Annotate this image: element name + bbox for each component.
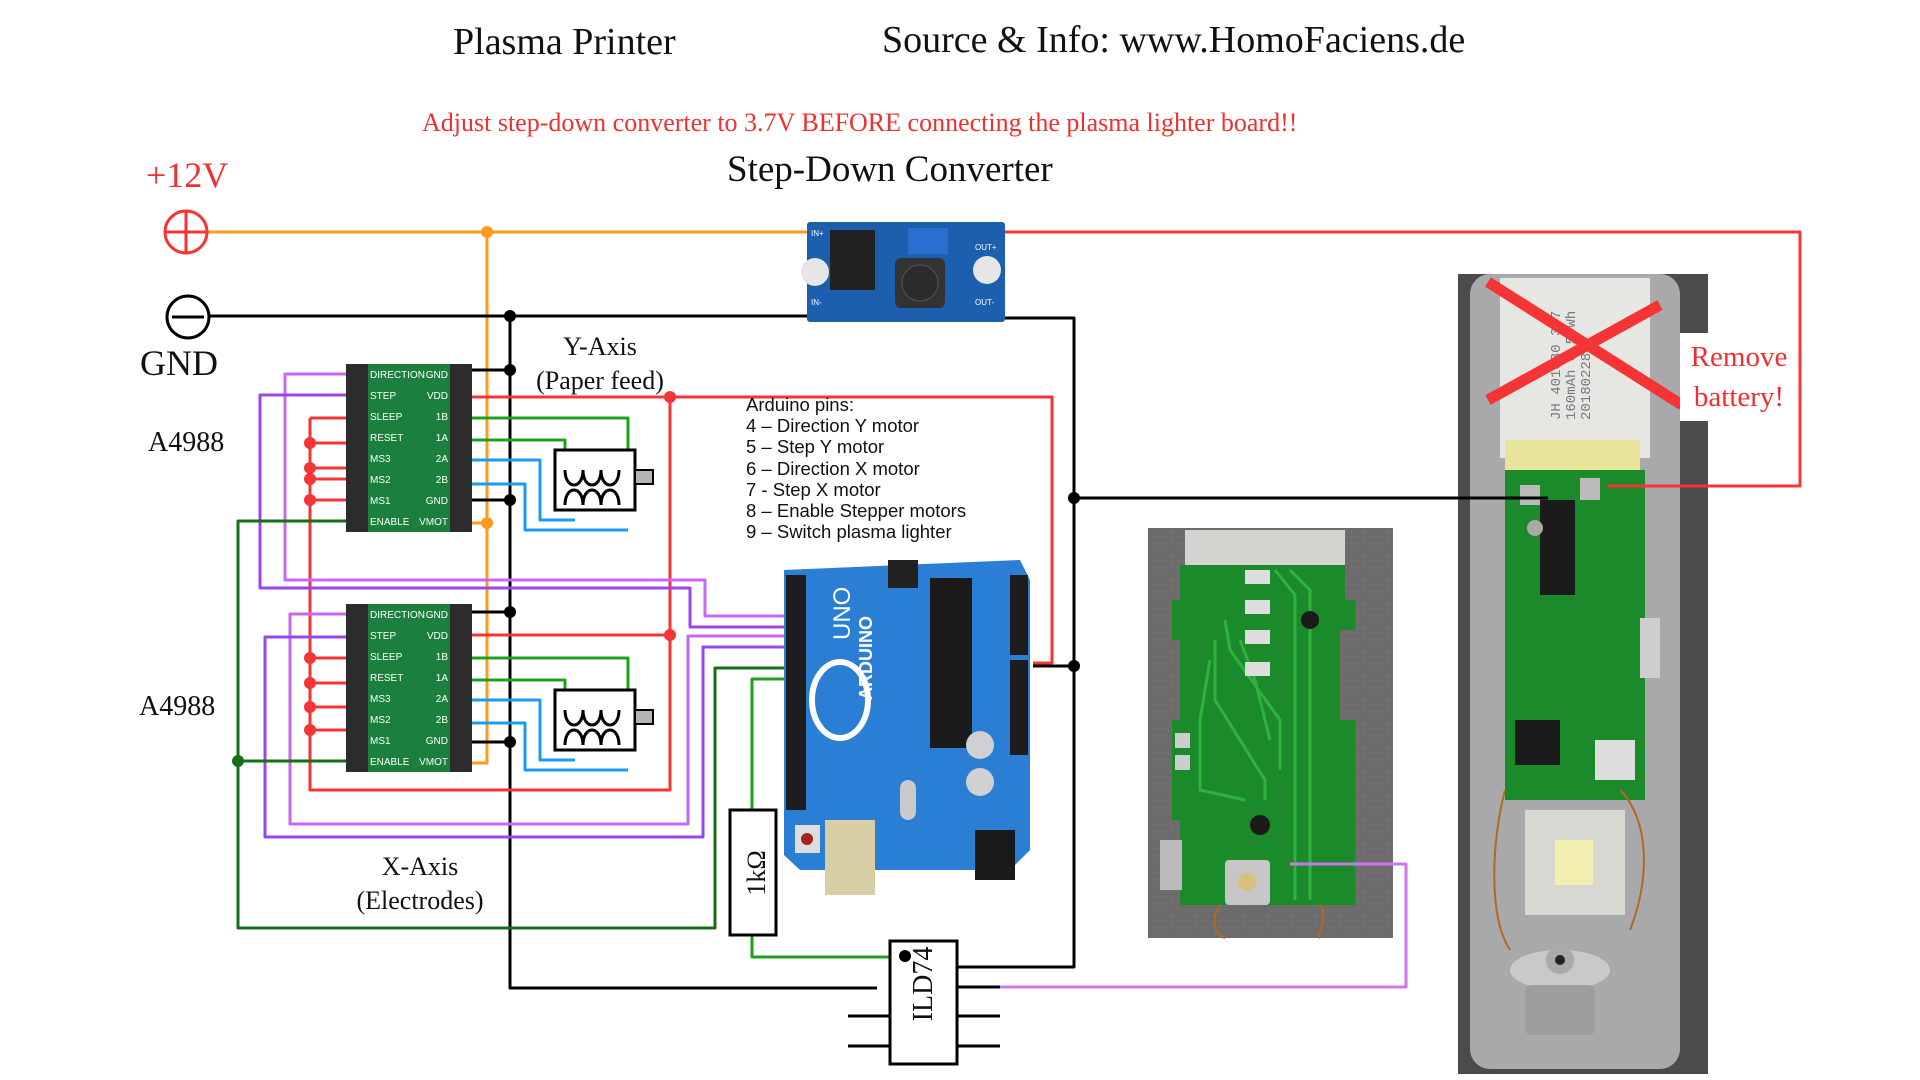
pin-legend-item: 8 – Enable Stepper motors (746, 500, 967, 522)
svg-text:IN-: IN- (811, 298, 822, 307)
y-axis-label: Y-Axis (Paper feed) (520, 330, 680, 398)
svg-text:20180228: 20180228 (1579, 353, 1595, 420)
driver-pin-label: 1A (436, 673, 449, 684)
svg-text:IN+: IN+ (811, 229, 824, 238)
driver-pin-label: DIRECTION (370, 610, 425, 621)
driver-pin-label: 2B (436, 715, 449, 726)
driver-pin-label: VDD (427, 631, 448, 642)
plus-12v-label: +12V (146, 155, 229, 195)
driver-pin-label: MS2 (370, 475, 391, 486)
ild74-optocoupler (848, 939, 1000, 1066)
wire-dir-y (283, 372, 790, 618)
arduino-uno: ARDUINO UNO (784, 560, 1030, 895)
wire-plasma-switch (1000, 862, 1408, 989)
driver-pin-label: VDD (427, 391, 448, 402)
driver-pin-label: MS1 (370, 736, 391, 747)
remove-line-2: battery! (1693, 381, 1785, 413)
wire-dir-x (288, 612, 790, 826)
wire-enable (236, 519, 790, 930)
warning-text: Adjust step-down converter to 3.7V BEFOR… (422, 108, 1298, 137)
driver-pin-label: 1B (436, 412, 449, 423)
driver-pin-label: 2A (436, 694, 449, 705)
plus-12v-terminal (163, 209, 209, 255)
driver-1-label: A4988 (148, 427, 225, 458)
remove-battery-cross (1485, 277, 1685, 410)
pin-legend-item: 4 – Direction Y motor (746, 415, 920, 437)
svg-text:ARDUINO: ARDUINO (856, 616, 876, 700)
step-down-converter: IN+ IN- OUT+ OUT- (801, 222, 1005, 322)
remove-battery-note: Remove battery! (1680, 333, 1798, 421)
remove-line-1: Remove (1690, 341, 1788, 373)
wire-step-y (258, 393, 790, 629)
pin-legend-item: 6 – Direction X motor (746, 457, 920, 479)
gnd-label: GND (140, 343, 218, 383)
wire-pin9 (750, 677, 790, 810)
stepper-motor-x (553, 688, 654, 752)
driver-pin-label: ENABLE (370, 517, 410, 528)
driver-pin-label: 2B (436, 475, 449, 486)
driver-2-label: A4988 (139, 691, 216, 722)
driver-pin-label: SLEEP (370, 412, 403, 423)
driver-pin-label: MS1 (370, 496, 391, 507)
wire-stepdown-out (995, 230, 1802, 488)
battery-label-text: JH 401030 3.7 160mAh 0.59Wh 20180228 (1549, 311, 1595, 420)
x-axis-label: X-Axis (Electrodes) (330, 850, 510, 918)
x-axis-subtitle: (Electrodes) (356, 886, 484, 915)
step-down-label: Step-Down Converter (727, 149, 1053, 190)
driver-pin-label: RESET (370, 673, 403, 684)
y-axis-title: Y-Axis (563, 332, 637, 361)
plasma-lighter-photo: JH 401030 3.7 160mAh 0.59Wh 20180228 (1458, 274, 1708, 1074)
source-info: Source & Info: www.HomoFaciens.de (882, 19, 1466, 61)
driver-pin-label: MS3 (370, 694, 391, 705)
lighter-pcb-back-photo (1148, 528, 1393, 939)
driver-pin-label: GND (426, 736, 448, 747)
pin-legend-heading: Arduino pins: (746, 394, 854, 415)
wire-step-x (263, 635, 790, 839)
driver-pin-label: 1B (436, 652, 449, 663)
resistor-1k (728, 808, 778, 937)
svg-text:UNO: UNO (829, 587, 856, 640)
pin-legend-item: 5 – Step Y motor (746, 436, 885, 458)
driver-pin-label: VMOT (419, 757, 448, 768)
arduino-pin-legend: Arduino pins: 4 – Direction Y motor 5 – … (746, 394, 966, 542)
driver-pin-label: 1A (436, 433, 449, 444)
wire-resistor-ic (750, 935, 895, 959)
driver-pin-label: GND (426, 496, 448, 507)
driver-pin-label: ENABLE (370, 757, 410, 768)
optocoupler-label: ILD74 (908, 946, 939, 1022)
wire-5v (466, 395, 1054, 665)
svg-text:OUT+: OUT+ (975, 243, 997, 252)
driver-pin-label: DIRECTION (370, 370, 425, 381)
driver-pin-label: GND (426, 370, 448, 381)
driver-pin-label: 2A (436, 454, 449, 465)
stepper-motor-y (553, 448, 654, 512)
svg-text:OUT-: OUT- (975, 298, 994, 307)
pin-legend-item: 9 – Switch plasma lighter (746, 521, 952, 543)
wire-gnd-bus (508, 316, 877, 990)
page-title: Plasma Printer (453, 21, 676, 63)
driver-pin-label: GND (426, 610, 448, 621)
y-axis-subtitle: (Paper feed) (536, 366, 664, 395)
driver-pin-label: SLEEP (370, 652, 403, 663)
driver-pin-label: STEP (370, 631, 396, 642)
wire-12v-vmot (466, 232, 489, 765)
driver-pin-label: MS2 (370, 715, 391, 726)
driver-pin-label: VMOT (419, 517, 448, 528)
gnd-terminal (165, 294, 211, 340)
driver-pin-label: MS3 (370, 454, 391, 465)
junction-dots (232, 226, 1080, 767)
driver-pin-label: STEP (370, 391, 396, 402)
driver-pin-label: RESET (370, 433, 403, 444)
x-axis-title: X-Axis (381, 852, 459, 881)
resistor-label: 1kΩ (742, 850, 771, 896)
pin-legend-item: 7 - Step X motor (746, 478, 881, 500)
